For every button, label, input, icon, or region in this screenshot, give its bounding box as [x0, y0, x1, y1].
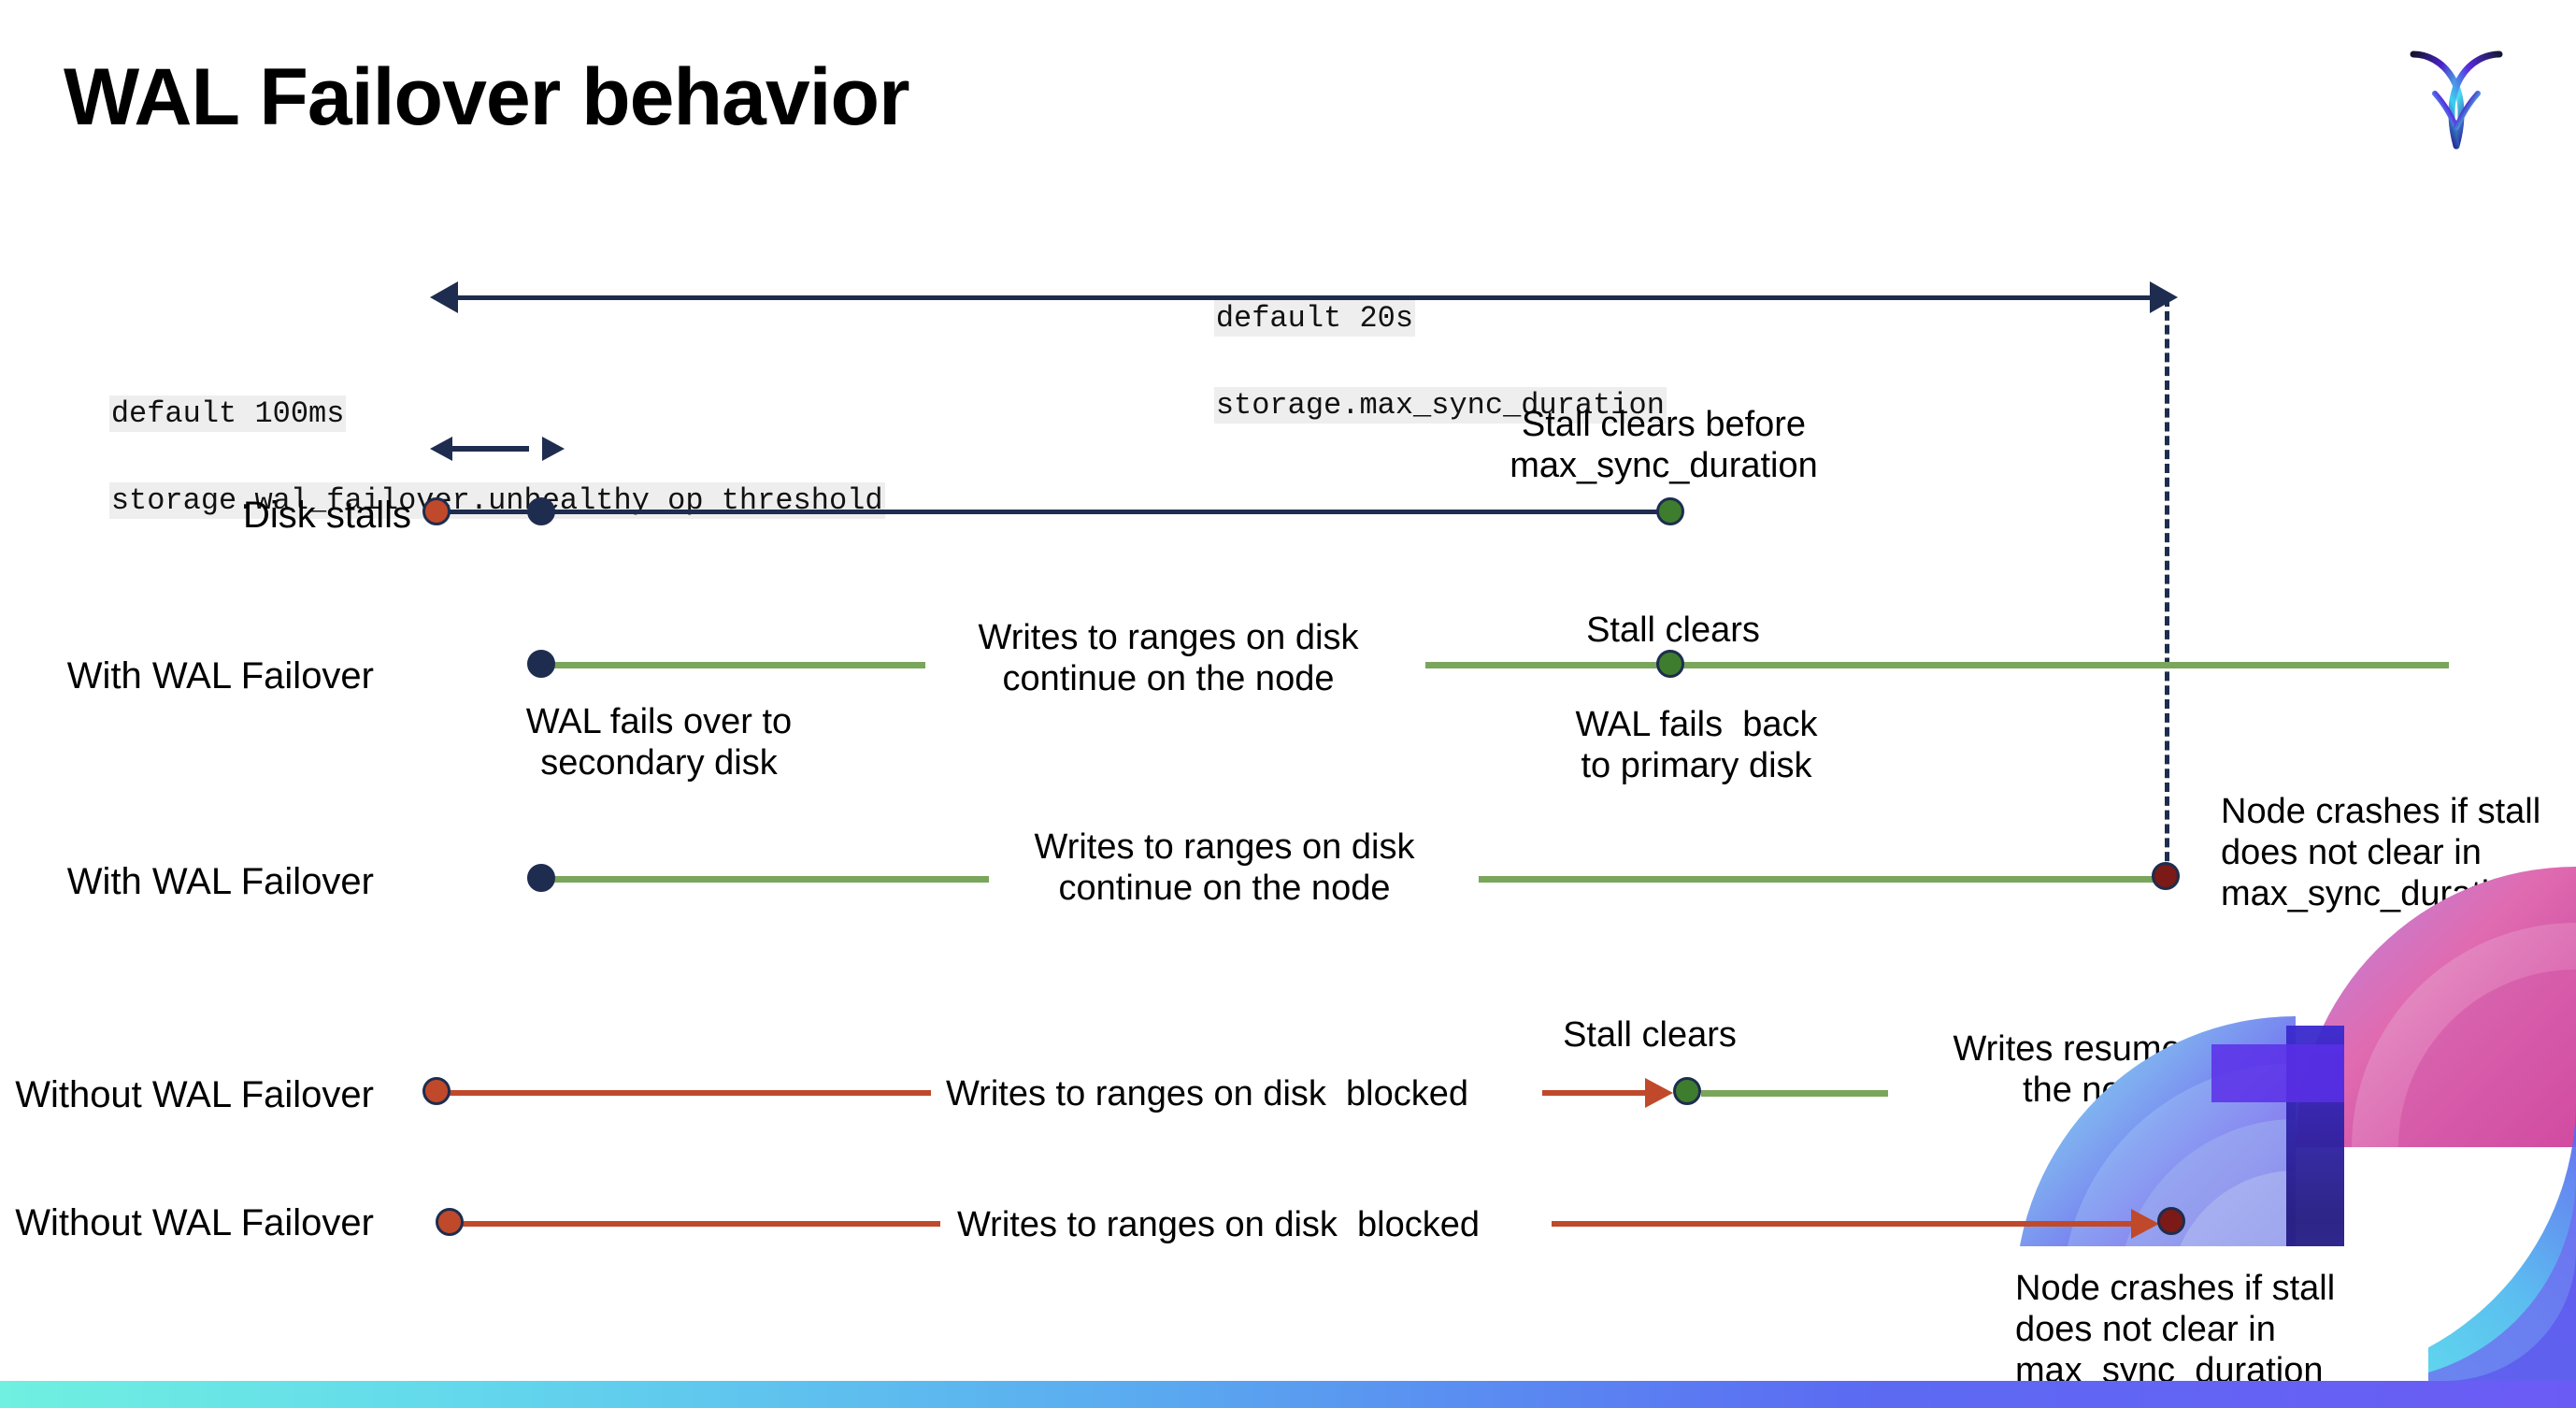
max-sync-default-label: default 20s: [1213, 300, 1416, 338]
row2-stall-clear-marker: [1656, 650, 1684, 678]
cockroachdb-logo-icon: [2404, 36, 2509, 157]
bottom-gradient-band: [0, 1381, 2576, 1408]
row-label-with-wal-failover-2: With WAL Failover: [66, 861, 374, 902]
callout-writes-blocked-1: Writes to ranges on disk blocked: [946, 1074, 1469, 1113]
max-sync-arrowhead-right: [2150, 281, 2178, 313]
page-title: WAL Failover behavior: [64, 52, 910, 142]
callout-node-crashes-1: Node crashes if stall does not clear in …: [2221, 792, 2541, 914]
callout-writes-continue-2: Writes to ranges on disk continue on the…: [1034, 827, 1415, 909]
row2-failover-marker: [527, 650, 555, 678]
row4-resume-segment-a: [1701, 1090, 1888, 1097]
unhealthy-default-label: default 100ms: [108, 395, 347, 433]
callout-writes-resume: Writes resume on the node: [1953, 1029, 2231, 1111]
row-label-without-wal-failover-2: Without WAL Failover: [15, 1202, 374, 1243]
row5-node-crash-marker: [2157, 1207, 2185, 1235]
max-sync-arrowhead-left: [430, 281, 458, 313]
callout-wal-fails-back: WAL fails back to primary disk: [1575, 705, 1818, 786]
row5-blocked-segment-b: [1552, 1221, 2150, 1227]
callout-stall-clears-before: Stall clears before max_sync_duration: [1510, 405, 1818, 486]
row-label-disk-stalls: Disk stalls: [242, 495, 411, 536]
row-label-with-wal-failover-1: With WAL Failover: [66, 655, 374, 697]
row3-failover-marker: [527, 864, 555, 892]
threshold-arrowhead-left: [430, 437, 452, 461]
row2-timeline-segment-b: [1425, 662, 2449, 668]
disk-stalls-start-marker: [422, 497, 451, 525]
row3-node-crash-marker: [2152, 862, 2180, 890]
row4-blocked-segment-a: [447, 1090, 931, 1096]
disk-stalls-timeline: [437, 510, 1671, 514]
callout-stall-clears-1: Stall clears: [1586, 611, 1760, 650]
disk-stalls-clear-marker: [1656, 497, 1684, 525]
disk-stalls-failover-marker: [527, 497, 555, 525]
max-sync-span-line: [456, 295, 2157, 300]
callout-writes-continue-1: Writes to ranges on disk continue on the…: [978, 618, 1359, 699]
callout-wal-fails-over: WAL fails over to secondary disk: [525, 702, 793, 783]
max-sync-setting-label: storage.max_sync_duration: [1213, 387, 1667, 424]
row2-timeline-segment-a: [542, 662, 925, 668]
row5-stall-start-marker: [436, 1208, 464, 1236]
row4-stall-clear-marker: [1673, 1077, 1701, 1105]
row4-blocked-segment-b: [1542, 1090, 1664, 1096]
callout-stall-clears-2: Stall clears: [1563, 1015, 1737, 1055]
row4-stall-start-marker: [422, 1077, 451, 1105]
row-label-without-wal-failover-1: Without WAL Failover: [15, 1074, 374, 1115]
row5-blocked-segment-a: [454, 1221, 940, 1227]
row3-timeline-segment-a: [542, 876, 989, 883]
callout-node-crashes-2: Node crashes if stall does not clear in …: [2015, 1269, 2336, 1391]
max-sync-duration-annotation: default 20s storage.max_sync_duration: [1142, 254, 1667, 471]
threshold-arrowhead-right: [542, 437, 565, 461]
callout-writes-blocked-2: Writes to ranges on disk blocked: [957, 1205, 1481, 1244]
row3-timeline-segment-b: [1479, 876, 2172, 883]
max-sync-dropline: [2165, 297, 2169, 875]
row5-blocked-arrowhead: [2131, 1209, 2159, 1239]
row4-resume-segment-b: [2281, 1090, 2444, 1097]
threshold-span-line: [451, 446, 529, 452]
row4-blocked-arrowhead: [1645, 1078, 1673, 1108]
